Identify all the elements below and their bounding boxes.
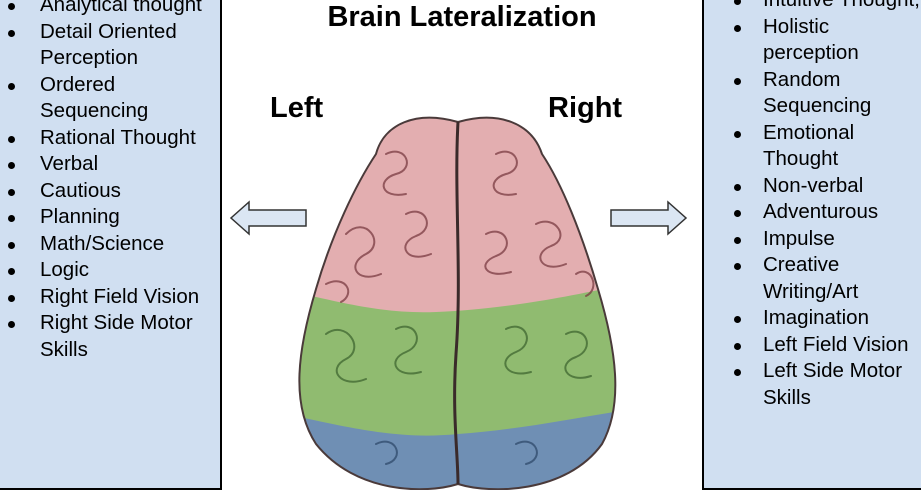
right-trait-item: Adventurous — [730, 199, 921, 226]
left-trait-item: Right Field Vision — [4, 284, 214, 311]
brain-illustration — [298, 116, 617, 490]
left-hemisphere-label: Left — [270, 92, 324, 124]
left-trait-item: Planning — [4, 204, 214, 231]
diagram-title: Brain Lateralization — [327, 1, 597, 33]
left-trait-item: Math/Science — [4, 231, 214, 258]
left-trait-item: Right Side Motor Skills — [4, 310, 214, 363]
right-hemisphere-label: Right — [548, 92, 623, 124]
right-trait-item: Left Side Motor Skills — [730, 358, 921, 411]
left-traits-panel: Analytical thought Detail Oriented Perce… — [0, 0, 222, 490]
right-trait-item: Intuitive Thought, — [730, 0, 921, 14]
right-trait-item: Creative Writing/Art — [730, 252, 921, 305]
left-trait-item: Rational Thought — [4, 125, 214, 152]
right-trait-item: Impulse — [730, 226, 921, 253]
arrow-right-icon — [610, 200, 688, 236]
right-trait-item: Imagination — [730, 305, 921, 332]
left-trait-item: Detail Oriented Perception — [4, 19, 214, 72]
left-trait-item: Ordered Sequencing — [4, 72, 214, 125]
right-trait-item: Holistic perception — [730, 14, 921, 67]
left-trait-item: Verbal — [4, 151, 214, 178]
left-trait-item: Logic — [4, 257, 214, 284]
right-trait-item: Left Field Vision — [730, 332, 921, 359]
left-traits-list: Analytical thought Detail Oriented Perce… — [4, 0, 214, 363]
arrow-left-icon — [229, 200, 307, 236]
right-trait-item: Emotional Thought — [730, 120, 921, 173]
right-trait-item: Non-verbal — [730, 173, 921, 200]
left-trait-item: Cautious — [4, 178, 214, 205]
right-traits-panel: Intuitive Thought, Holistic perception R… — [702, 0, 921, 490]
right-trait-item: Random Sequencing — [730, 67, 921, 120]
left-trait-item: Analytical thought — [4, 0, 214, 19]
right-traits-list: Intuitive Thought, Holistic perception R… — [730, 0, 921, 411]
